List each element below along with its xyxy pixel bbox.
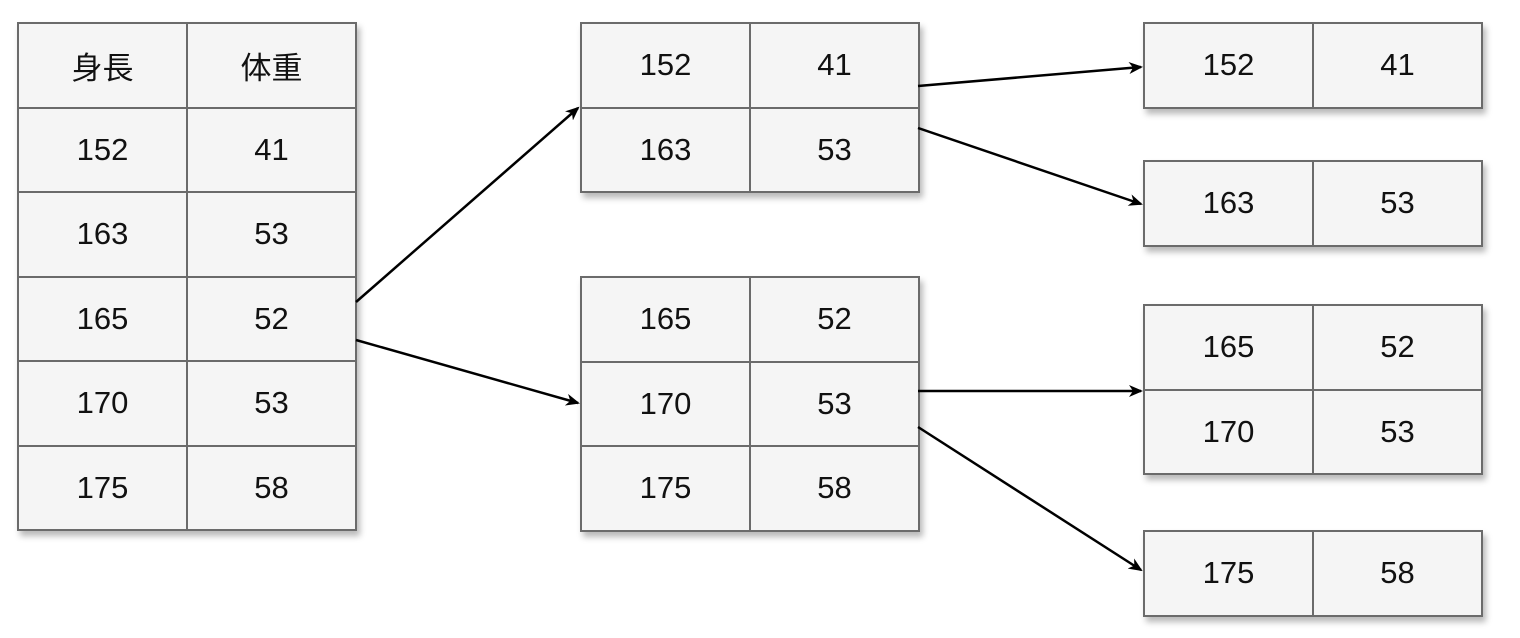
height-cell: 170	[1145, 390, 1314, 475]
weight-cell: 52	[188, 277, 357, 362]
arrow-source-to-split-right	[355, 338, 580, 406]
arrow-split-left-to-leaf-163	[917, 126, 1143, 206]
leaf-152-table: 152 41	[1143, 22, 1483, 109]
height-cell: 152	[19, 108, 188, 193]
height-cell: 170	[19, 362, 188, 447]
leaf-165-170-table: 165 52 170 53	[1143, 304, 1483, 475]
height-cell: 165	[19, 277, 188, 362]
header-weight-cell: 体重	[188, 24, 357, 109]
height-cell: 165	[1145, 306, 1314, 391]
weight-cell: 41	[1314, 24, 1483, 109]
weight-cell: 53	[1314, 162, 1483, 247]
weight-cell: 58	[1314, 532, 1483, 617]
weight-cell: 53	[751, 108, 920, 193]
arrow-split-left-to-leaf-152	[917, 62, 1143, 88]
leaf-175-table: 175 58	[1143, 530, 1483, 617]
height-cell: 175	[582, 447, 751, 532]
split-right-table: 165 52 170 53 175 58	[580, 276, 920, 532]
weight-cell: 58	[188, 446, 357, 531]
weight-cell: 41	[751, 24, 920, 109]
height-cell: 152	[582, 24, 751, 109]
weight-cell: 52	[751, 278, 920, 363]
height-cell: 163	[1145, 162, 1314, 247]
split-left-table: 152 41 163 53	[580, 22, 920, 193]
header-height-cell: 身長	[19, 24, 188, 109]
weight-cell: 53	[1314, 390, 1483, 475]
weight-cell: 53	[751, 362, 920, 447]
source-table: 身長 体重 152 41 163 53 165 52 170 53 175 58	[17, 22, 357, 531]
arrow-split-right-to-leaf-175	[917, 425, 1143, 572]
weight-cell: 53	[188, 362, 357, 447]
leaf-163-table: 163 53	[1143, 160, 1483, 247]
weight-cell: 52	[1314, 306, 1483, 391]
height-cell: 163	[19, 193, 188, 278]
height-cell: 175	[19, 446, 188, 531]
weight-cell: 41	[188, 108, 357, 193]
height-cell: 152	[1145, 24, 1314, 109]
weight-cell: 53	[188, 193, 357, 278]
height-cell: 175	[1145, 532, 1314, 617]
height-cell: 170	[582, 362, 751, 447]
weight-cell: 58	[751, 447, 920, 532]
arrow-source-to-split-left	[355, 106, 580, 303]
height-cell: 163	[582, 108, 751, 193]
height-cell: 165	[582, 278, 751, 363]
